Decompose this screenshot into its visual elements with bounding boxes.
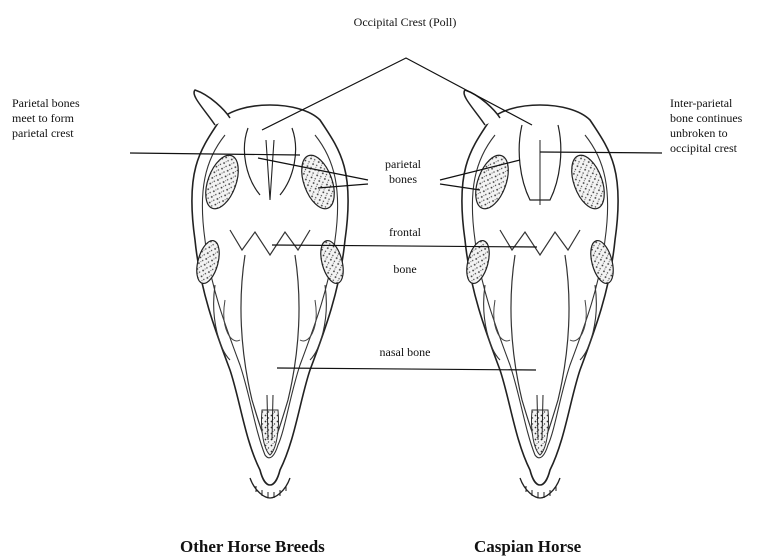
label-frontal: frontal (370, 225, 440, 240)
skull-caspian (462, 90, 618, 498)
label-bone: bone (370, 262, 440, 277)
label-nasal-bone: nasal bone (355, 345, 455, 360)
skull-other-breeds (192, 90, 348, 498)
label-occipital-crest: Occipital Crest (Poll) (330, 15, 480, 30)
label-parietal-crest-note: Parietal bones meet to form parietal cre… (12, 96, 127, 141)
caption-other-breeds: Other Horse Breeds (180, 537, 325, 557)
label-interparietal-note: Inter-parietal bone continues unbroken t… (670, 96, 782, 156)
caption-caspian: Caspian Horse (474, 537, 581, 557)
label-parietal-bones: parietal bones (366, 157, 440, 187)
